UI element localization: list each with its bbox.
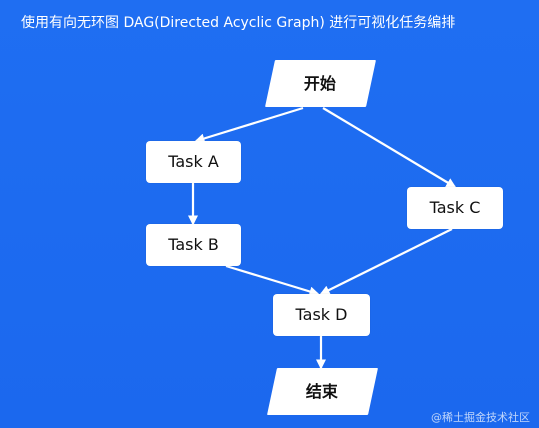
task-b-node: Task B [146, 224, 241, 266]
edge-start-to-task-a [194, 106, 304, 144]
edge-task-c-to-task-d [319, 228, 453, 295]
start-node: 开始 [265, 60, 376, 107]
task-d-node: Task D [273, 294, 370, 336]
diagram-title: 使用有向无环图 DAG(Directed Acyclic Graph) 进行可视… [21, 15, 456, 31]
end-node: 结束 [267, 368, 378, 415]
edge-task-b-to-task-d [225, 264, 320, 297]
start-node-label: 开始 [304, 73, 337, 93]
task-d-label: Task D [295, 305, 348, 324]
task-a-node: Task A [146, 141, 241, 183]
edge-start-to-task-c [322, 107, 457, 188]
watermark: @稀土掘金技术社区 [431, 411, 530, 424]
task-c-label: Task C [429, 198, 481, 217]
end-node-label: 结束 [306, 381, 339, 401]
task-b-label: Task B [168, 235, 219, 254]
task-c-node: Task C [407, 187, 503, 229]
task-a-label: Task A [168, 152, 219, 171]
